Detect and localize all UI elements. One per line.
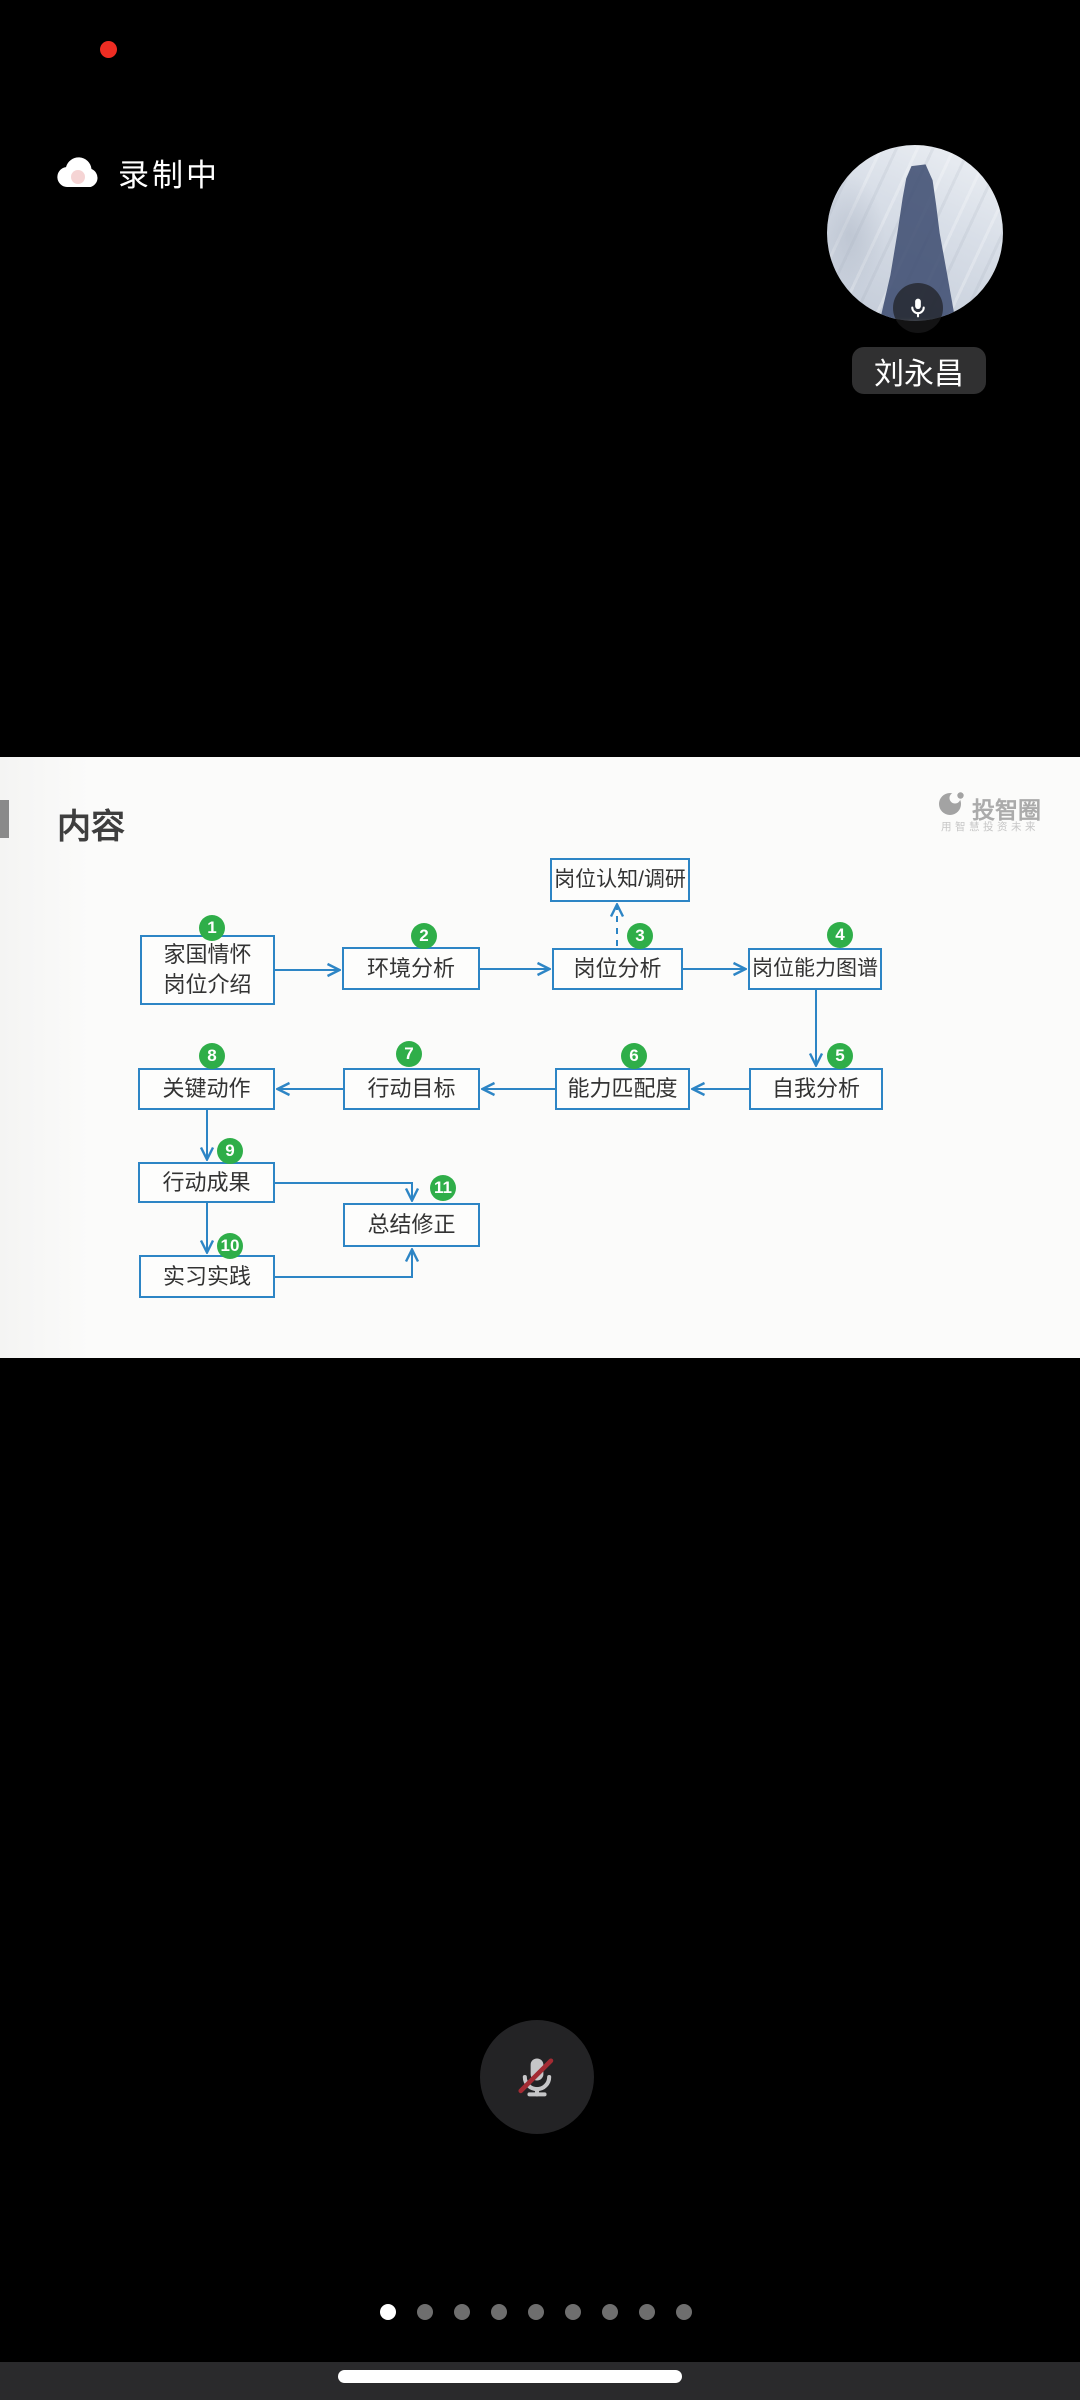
page-dot-active[interactable] (380, 2304, 396, 2320)
page-dot[interactable] (454, 2304, 470, 2320)
home-indicator[interactable] (338, 2370, 682, 2383)
recording-label: 录制中 (118, 158, 220, 193)
step-badge-5: 5 (827, 1043, 853, 1069)
slide-title-accent-bar (0, 800, 9, 838)
step-badge-2: 2 (411, 923, 437, 949)
page-dot[interactable] (528, 2304, 544, 2320)
flow-node-7: 行动目标 (343, 1068, 480, 1110)
logo-tagline-text: 用智慧投资未来 (941, 821, 1039, 833)
step-badge-3: 3 (627, 923, 653, 949)
step-badge-6: 6 (621, 1043, 647, 1069)
shared-slide: 内容 投智圈 用智慧投资未来 (0, 757, 1080, 1358)
step-badge-4: 4 (827, 922, 853, 948)
flow-node-2: 环境分析 (342, 947, 480, 990)
step-badge-10: 10 (217, 1233, 243, 1259)
cloud-icon (57, 156, 98, 187)
step-badge-11: 11 (430, 1175, 456, 1201)
flow-node-10: 实习实践 (139, 1255, 275, 1298)
flow-node-8: 关键动作 (138, 1068, 275, 1110)
flow-node-6: 能力匹配度 (555, 1068, 690, 1110)
step-badge-8: 8 (199, 1043, 225, 1069)
mic-muted-icon (518, 2058, 554, 2097)
flow-node-5: 自我分析 (749, 1068, 883, 1110)
page-dot[interactable] (417, 2304, 433, 2320)
page-indicator (380, 2304, 692, 2320)
cloud-recording-status: 录制中 (56, 150, 220, 195)
snow-patch (827, 175, 885, 295)
touzhiquan-logo-icon (939, 792, 964, 815)
participant-name: 刘永昌 (852, 347, 986, 394)
flow-node-9: 行动成果 (138, 1162, 275, 1203)
mute-toggle-button[interactable] (480, 2020, 594, 2134)
slide-title: 内容 (57, 808, 125, 846)
participant-video-tile[interactable] (827, 145, 1003, 321)
mic-on-icon (893, 283, 943, 333)
page-dot[interactable] (639, 2304, 655, 2320)
page-dot[interactable] (676, 2304, 692, 2320)
flow-node-position-research: 岗位认知/调研 (550, 858, 690, 902)
page-dot[interactable] (491, 2304, 507, 2320)
screen-record-dot-icon (100, 41, 117, 58)
flow-node-1: 家国情怀 岗位介绍 (140, 935, 275, 1005)
page-dot[interactable] (602, 2304, 618, 2320)
flow-node-11: 总结修正 (343, 1203, 480, 1247)
flow-node-3: 岗位分析 (552, 948, 683, 990)
step-badge-1: 1 (199, 915, 225, 941)
flow-node-4: 岗位能力图谱 (748, 948, 882, 990)
logo-brand-text: 投智圈 (972, 797, 1041, 823)
step-badge-7: 7 (396, 1041, 422, 1067)
step-badge-9: 9 (217, 1138, 243, 1164)
page-dot[interactable] (565, 2304, 581, 2320)
